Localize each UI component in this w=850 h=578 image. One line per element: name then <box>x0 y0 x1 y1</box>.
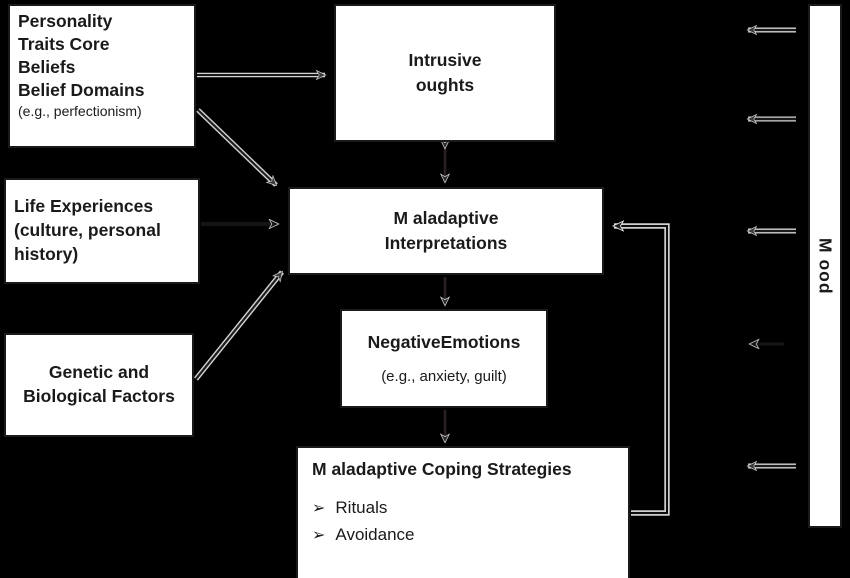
coping-title: M aladaptive Coping Strategies <box>312 459 572 479</box>
intrusive-line-2: oughts <box>415 75 475 95</box>
genetic-line-2: Biological Factors <box>23 386 175 406</box>
negative-line-1: NegativeEmotions <box>367 332 521 353</box>
box-maladaptive-interpretations[interactable]: M aladaptive Interpretations <box>288 187 604 275</box>
maladaptive-line-2: Interpretations <box>384 233 508 253</box>
box-intrusive-thoughts[interactable]: Intrusive oughts <box>334 4 556 142</box>
maladaptive-line-1: M aladaptive <box>393 208 499 229</box>
life-line-2: (culture, personal <box>14 220 161 241</box>
box-negative-emotions[interactable]: NegativeEmotions (e.g., anxiety, guilt) <box>340 309 548 408</box>
coping-bullet-label: Rituals <box>335 497 388 517</box>
connector-personality-to-maladaptive <box>196 108 278 187</box>
box-maladaptive-coping-strategies[interactable]: M aladaptive Coping Strategies ➢ Rituals… <box>296 446 630 578</box>
mood-label: M ood <box>815 237 836 295</box>
connector-genetic-to-maladaptive <box>194 270 284 381</box>
box-life-experiences[interactable]: Life Experiences (culture, personal hist… <box>4 178 200 284</box>
personality-line-4: Belief Domains <box>18 80 145 101</box>
personality-line-2: Traits Core <box>18 34 110 55</box>
life-line-3: history) <box>14 243 79 264</box>
personality-example-text: (e.g., perfectionism) <box>18 103 142 120</box>
box-personality-traits[interactable]: Personality Traits Core Beliefs Belief D… <box>8 4 196 148</box>
negative-example-text: (e.g., anxiety, guilt) <box>381 367 507 385</box>
personality-line-1: Personality <box>18 11 113 31</box>
coping-bullet-label: Avoidance <box>335 524 415 544</box>
box-genetic-biological-factors[interactable]: Genetic and Biological Factors <box>4 333 194 437</box>
life-line-1: Life Experiences <box>14 196 154 217</box>
chevron-bullet-icon: ➢ <box>312 526 326 544</box>
personality-line-3: Beliefs <box>18 57 76 78</box>
intrusive-line-1: Intrusive <box>408 50 482 71</box>
genetic-line-1: Genetic and <box>48 362 150 383</box>
list-item[interactable]: ➢ Avoidance <box>312 522 628 549</box>
chevron-bullet-icon: ➢ <box>312 499 326 517</box>
box-mood[interactable]: M ood <box>808 4 842 528</box>
coping-bullet-list: ➢ Rituals ➢ Avoidance <box>312 495 628 549</box>
list-item[interactable]: ➢ Rituals <box>312 495 628 522</box>
